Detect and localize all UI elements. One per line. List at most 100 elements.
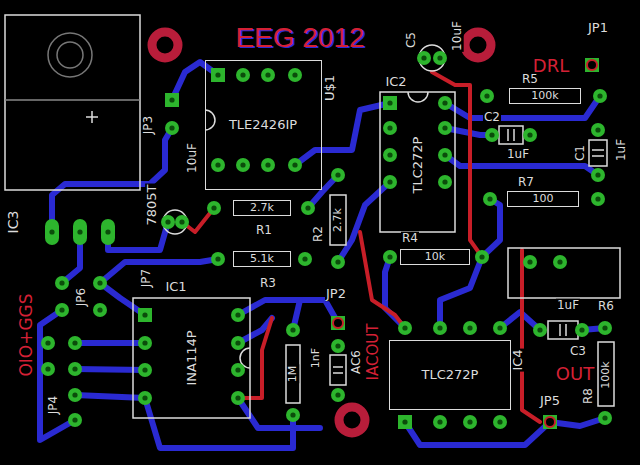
solder-pad [165, 93, 179, 107]
pad-copper [438, 148, 452, 162]
silkscreen-label: 10uF [451, 20, 464, 52]
solder-pad [55, 303, 69, 317]
solder-pad [236, 158, 250, 172]
solder-pad [383, 250, 397, 264]
solder-pad [101, 219, 115, 245]
solder-pad [463, 415, 477, 429]
pad-drill [211, 205, 216, 210]
solder-pad [331, 339, 345, 353]
pad-drill [265, 72, 270, 77]
pad-copper [73, 219, 87, 245]
pad-copper [575, 323, 589, 337]
pad-copper [438, 175, 452, 189]
pad-drill [437, 325, 442, 330]
pad-drill [442, 179, 447, 184]
pad-copper [383, 175, 397, 189]
silkscreen-label: 2.7k [332, 207, 344, 233]
solder-pad [433, 321, 447, 335]
bottom-trace [75, 340, 145, 346]
solder-pad [288, 158, 302, 172]
capacitor-plates [333, 367, 343, 373]
pad-copper [483, 192, 497, 206]
resistor-body: 2.7k [233, 200, 291, 216]
pad-copper [55, 303, 69, 317]
resistor-symbol [330, 195, 346, 245]
silkscreen-label: IC3 [6, 210, 21, 235]
pad-drill [49, 229, 54, 234]
solder-pad [438, 148, 452, 162]
pad-drill [487, 196, 492, 201]
pad-drill [527, 259, 532, 264]
pad-drill [142, 340, 147, 345]
pad-drill [595, 172, 600, 177]
pad-drill [72, 417, 77, 422]
pad-copper [138, 308, 152, 322]
bottom-trace [550, 418, 605, 426]
solder-pad [383, 148, 397, 162]
pad-drill [537, 327, 542, 332]
pad-drill [97, 280, 102, 285]
solder-pad [41, 362, 55, 376]
solder-pad [68, 362, 82, 376]
regulator-tab [5, 99, 140, 101]
silkscreen-label: R5 [521, 73, 539, 86]
pad-copper [261, 68, 275, 82]
solder-pad [493, 415, 507, 429]
pad-drill [442, 100, 447, 105]
silkscreen-label: 1M [287, 365, 299, 384]
pad-copper [591, 168, 605, 182]
pad-copper [593, 89, 607, 103]
silkscreen-label: JP3 [142, 115, 155, 135]
pad-drill [305, 205, 310, 210]
pad-drill [142, 395, 147, 400]
solder-pad [45, 219, 59, 245]
pad-drill [97, 307, 102, 312]
board-title: EEG 2012 [235, 24, 364, 52]
silkscreen-label: IC4 [511, 348, 525, 371]
silkscreen-label: R4 [401, 232, 419, 245]
pad-drill [215, 72, 220, 77]
solder-pad [433, 415, 447, 429]
capacitor-plates [560, 324, 566, 336]
solder-pad [398, 415, 412, 429]
pad-drill [45, 366, 50, 371]
solder-pad [236, 68, 250, 82]
bottom-trace [440, 257, 482, 328]
solder-pad [93, 276, 107, 290]
pad-drill [169, 97, 174, 102]
pad-copper [68, 413, 82, 427]
pad-copper [543, 415, 557, 429]
solder-pad [543, 415, 557, 429]
pad-copper [68, 388, 82, 402]
pad-copper [485, 128, 499, 142]
solder-pad [591, 123, 605, 137]
solder-pad [93, 303, 107, 317]
pad-drill [335, 259, 340, 264]
solder-pad [383, 175, 397, 189]
pad-copper [331, 316, 345, 330]
solder-pad [575, 323, 589, 337]
silkscreen-label: JP1 [587, 21, 609, 35]
silkscreen-label: IC2 [384, 75, 407, 89]
solder-pad [68, 336, 82, 350]
pad-copper [585, 58, 599, 72]
pad-drill [402, 419, 407, 424]
part-value: 100 [532, 193, 555, 205]
silkscreen-label: JP2 [325, 287, 347, 301]
pad-copper [93, 303, 107, 317]
pad-copper [463, 321, 477, 335]
pad-copper [211, 158, 225, 172]
pad-copper [523, 128, 537, 142]
pad-copper [138, 336, 152, 350]
pad-copper [417, 51, 431, 65]
solder-pad [231, 308, 245, 322]
solder-pad [68, 413, 82, 427]
pad-copper [493, 415, 507, 429]
silkscreen-label: IC1 [164, 280, 187, 294]
pad-copper [286, 408, 300, 422]
pad-copper [161, 215, 175, 229]
capacitor-symbol [589, 140, 607, 166]
pad-drill [235, 340, 240, 345]
solder-pad [261, 68, 275, 82]
